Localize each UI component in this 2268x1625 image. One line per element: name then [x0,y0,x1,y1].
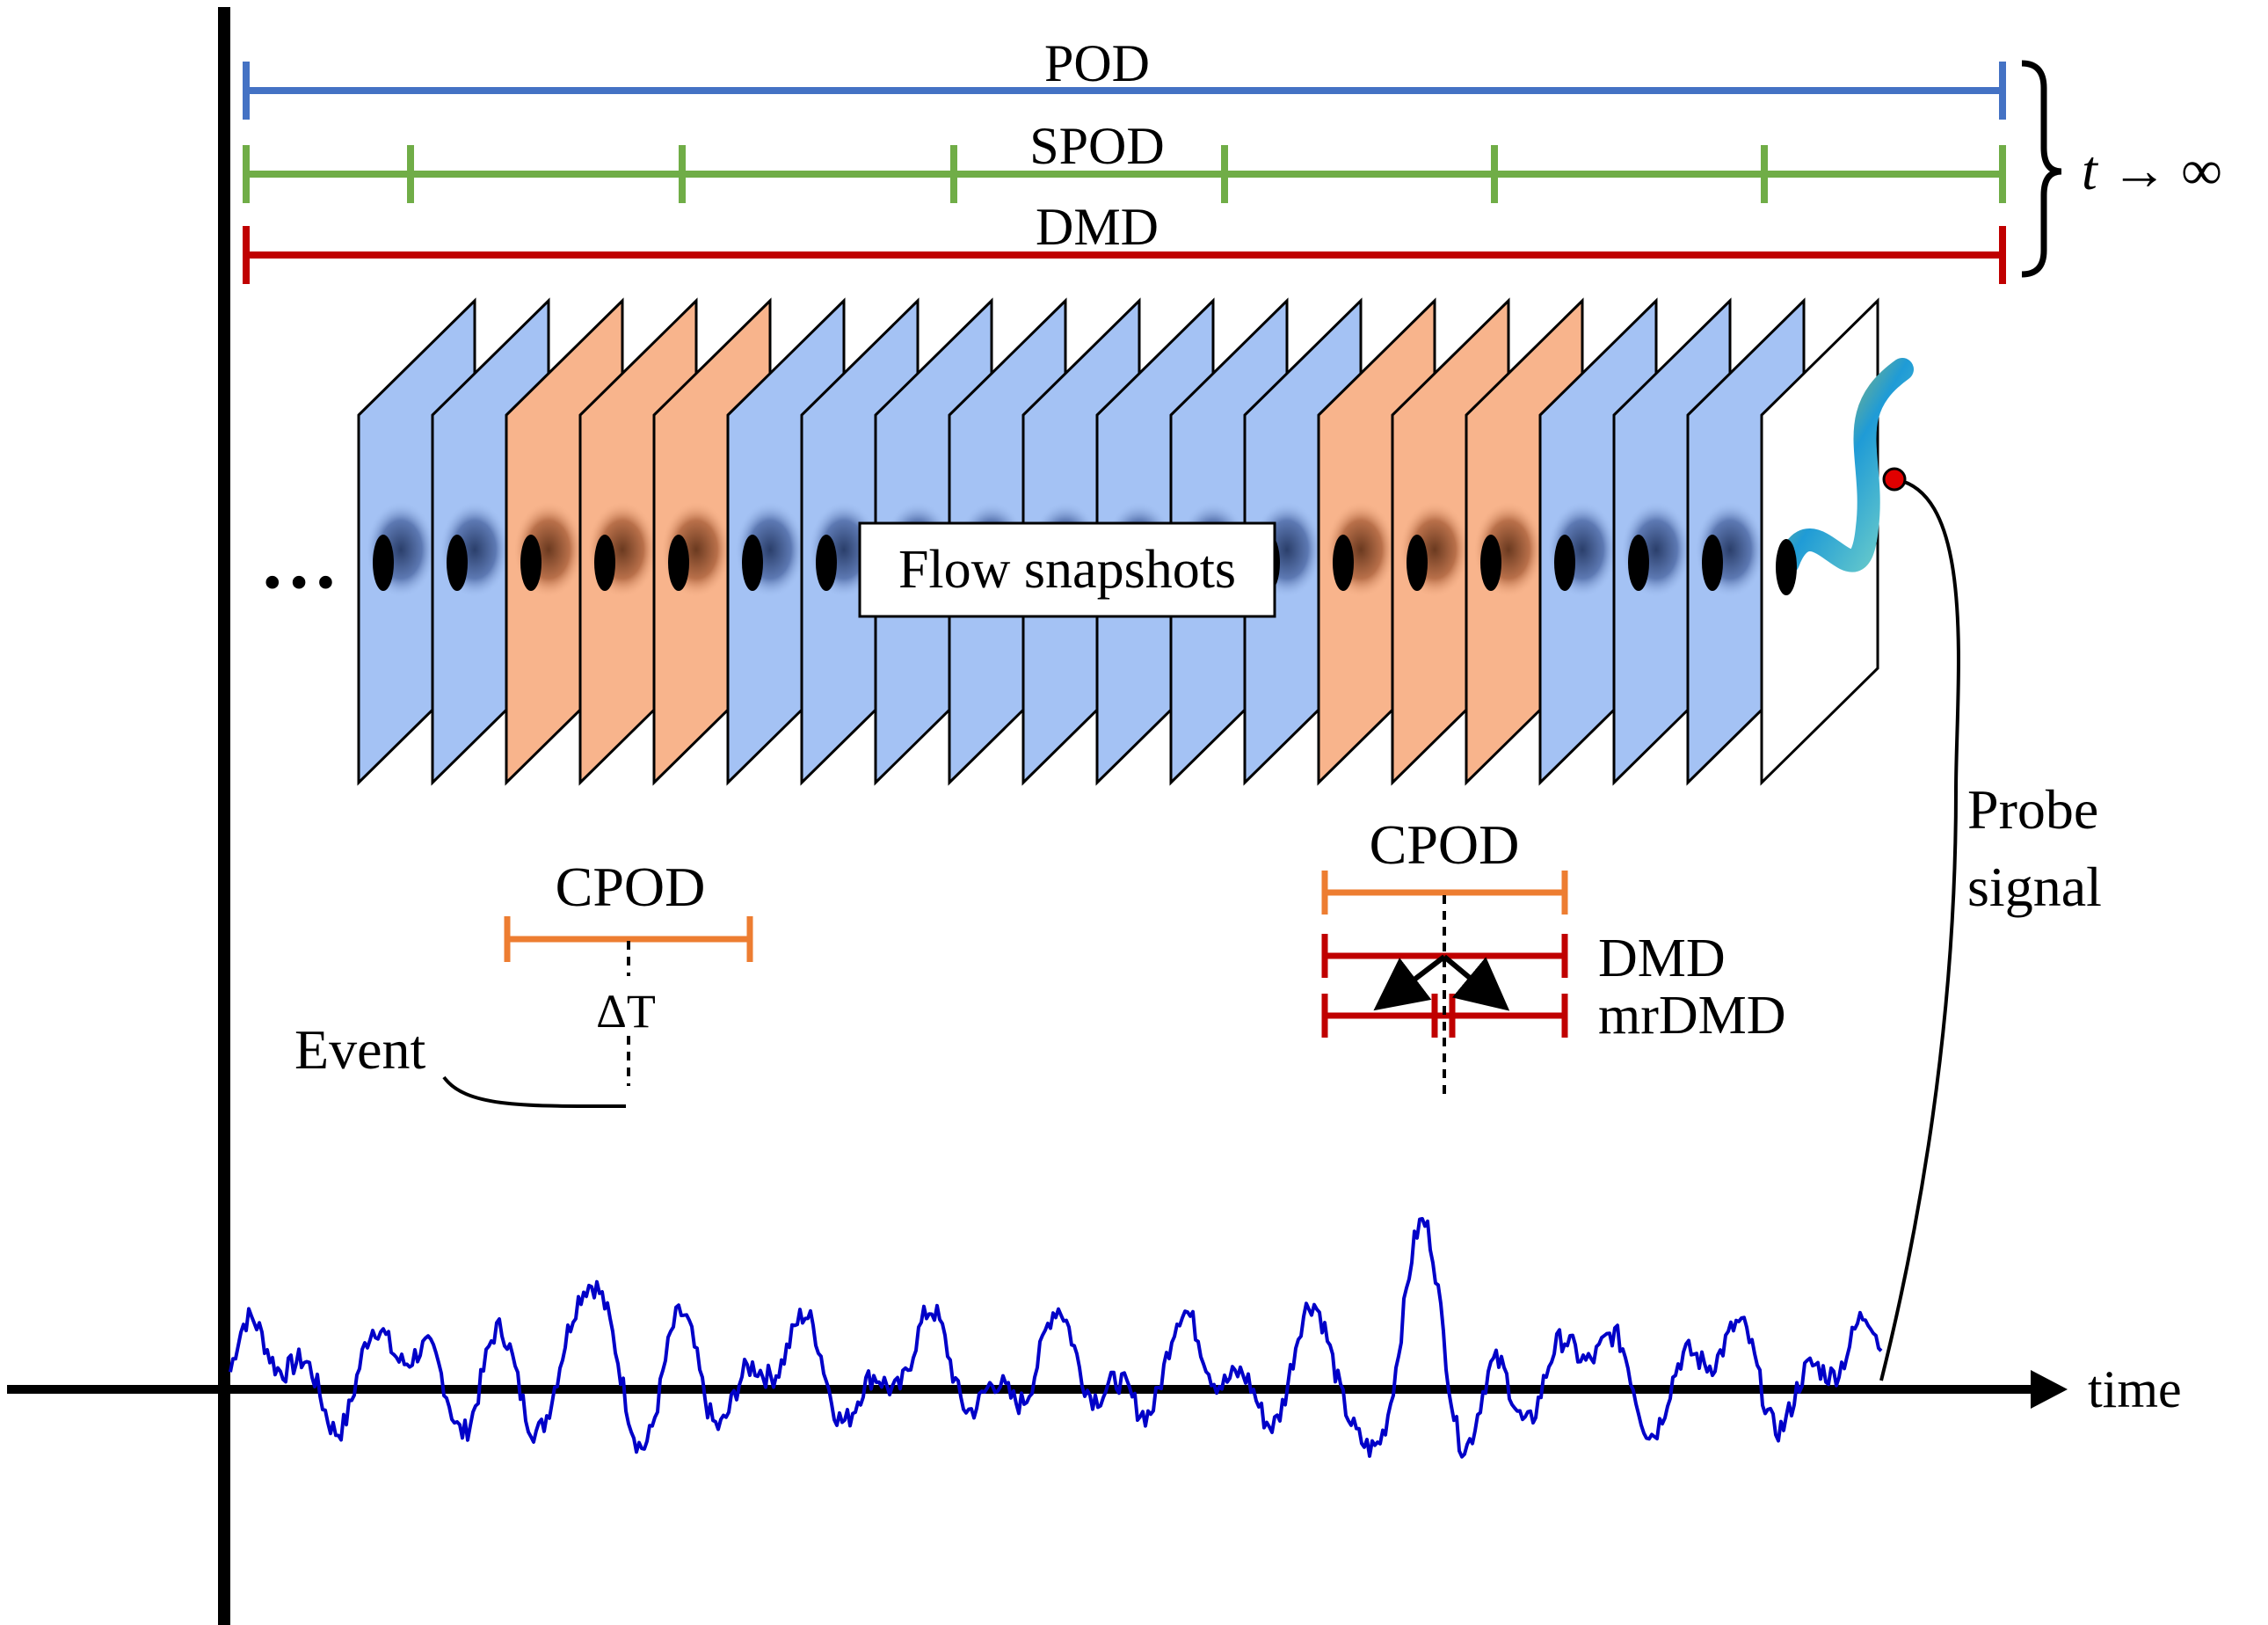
mrdmd-split-arrow-right [1443,954,1510,1011]
cylinder-body [1776,539,1797,595]
t-infinity-label: t → ∞ [2082,139,2221,201]
spod-interval [243,145,2006,203]
probe-signal-trace [229,1217,1883,1459]
cylinder-body [1480,535,1501,591]
ellipsis: … [259,518,338,605]
mrdmd-split-arrow-left [1373,954,1446,1011]
probe-label: Probe [1967,778,2098,841]
cylinder-body [447,535,468,591]
time-axis-arrowhead [2031,1370,2068,1409]
probe-connector [1879,477,1960,1381]
mrdmd-label: mrDMD [1598,986,1786,1046]
cpod-left-label: CPOD [556,856,706,918]
dmd-top-label: DMD [1036,198,1159,256]
cylinder-body [520,535,542,591]
cylinder-body [816,535,837,591]
dmd-right-interval [1321,934,1568,978]
flow-snapshots-box [858,521,1276,618]
cylinder-body [668,535,689,591]
spod-label: SPOD [1029,117,1164,175]
cpod-right-interval [1321,871,1568,915]
probe-point [1882,467,1907,492]
flow-snapshot-stack [357,297,1914,786]
pod-interval [243,62,2006,120]
signal-label: signal [1967,856,2102,918]
dmd-top-interval [243,226,2006,284]
cylinder-body [594,535,615,591]
event-connector [442,1075,627,1109]
cylinder-body [1628,535,1649,591]
flow-snapshots-label: Flow snapshots [898,540,1236,600]
cylinder-body [1702,535,1723,591]
cylinder-body [742,535,763,591]
time-label: time [2088,1360,2182,1418]
cpod-left-interval [504,916,753,962]
cylinder-body [1407,535,1428,591]
wake-visualization [1777,358,1914,574]
dmd-right-label: DMD [1598,929,1726,988]
cpod-right-label: CPOD [1370,813,1520,876]
cylinder-body [373,535,394,591]
infinity-brace [2021,60,2062,278]
mrdmd-interval [1321,994,1568,1038]
pod-label: POD [1044,34,1150,92]
cylinder-body [1333,535,1354,591]
event-label: Event [294,1018,426,1081]
cylinder-body [1554,535,1575,591]
delta-t-label: ΔT [596,985,656,1038]
